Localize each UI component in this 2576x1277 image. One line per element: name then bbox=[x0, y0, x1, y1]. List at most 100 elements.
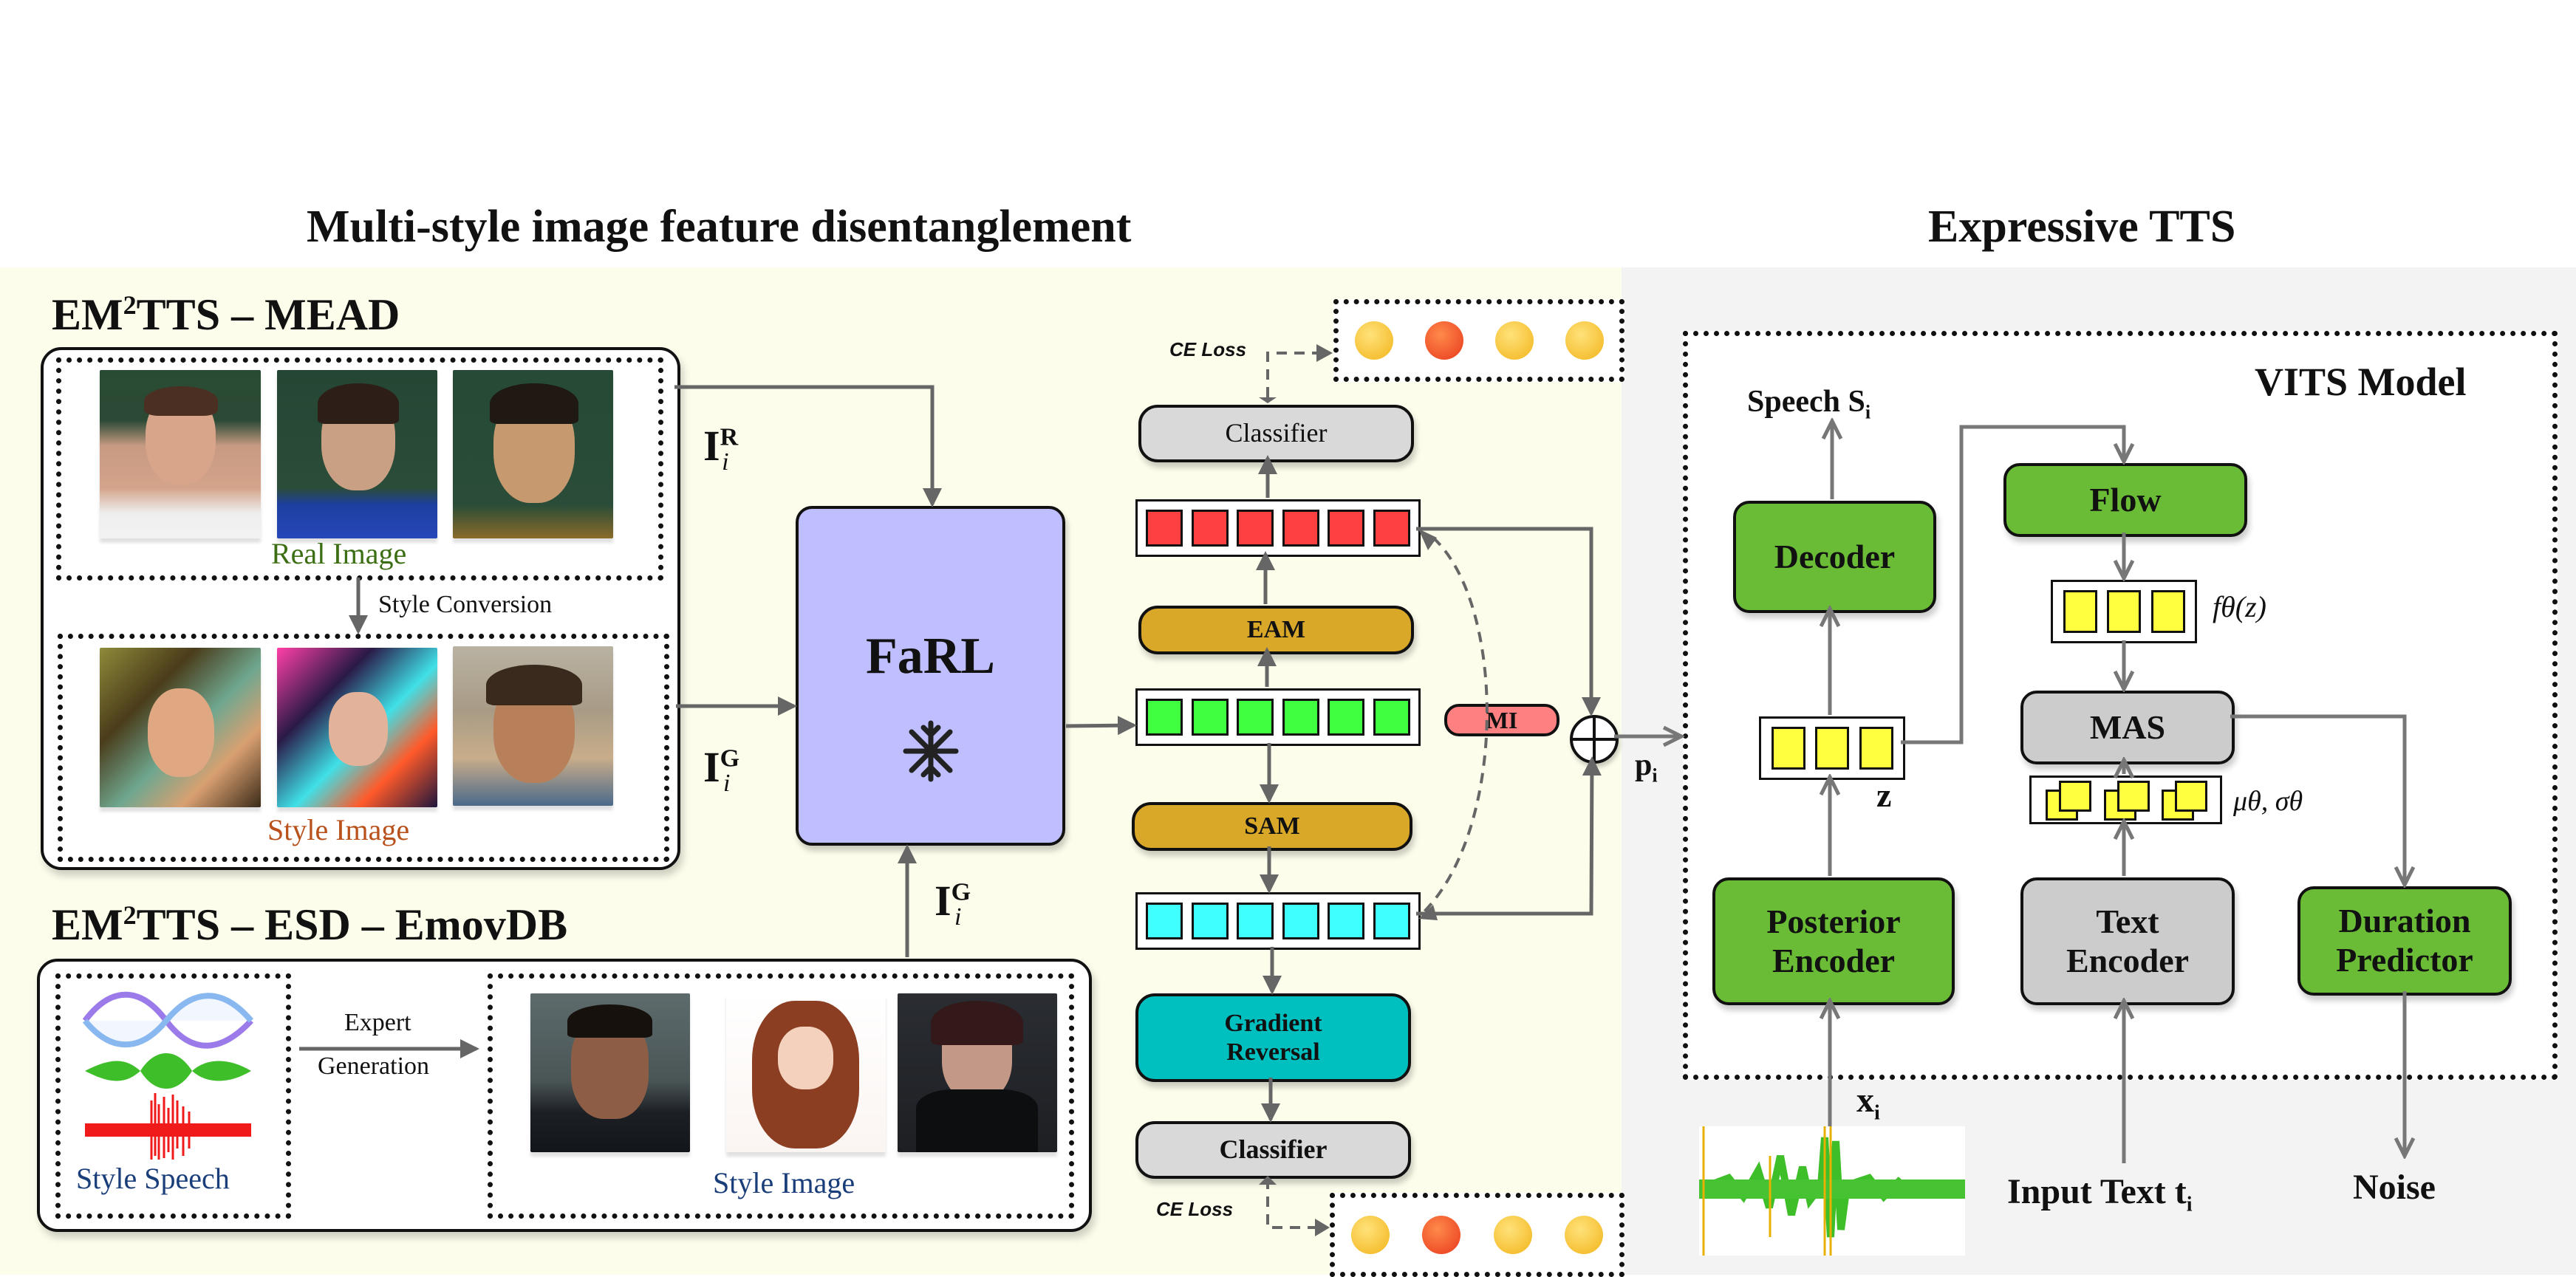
arrow-z-to-flow bbox=[1901, 425, 2124, 744]
prior-cell-pair bbox=[2162, 781, 2208, 821]
esd-photo-3 bbox=[898, 993, 1057, 1152]
style-conversion-label: Style Conversion bbox=[378, 591, 553, 618]
grinning-face-icon bbox=[1354, 321, 1393, 360]
posterior-encoder-module[interactable]: Posterior Encoder bbox=[1712, 877, 1955, 1005]
right-section-title: Expressive TTS bbox=[1928, 202, 2236, 252]
feature-cell bbox=[1146, 510, 1183, 547]
gradient-reversal-label-1: Gradient bbox=[1224, 1009, 1322, 1037]
expert-generation-label-line2: Generation bbox=[318, 1052, 430, 1080]
classifier-bottom[interactable]: Classifier bbox=[1135, 1121, 1411, 1179]
snowflake-icon bbox=[903, 720, 959, 782]
angry-face-icon bbox=[1424, 321, 1463, 360]
feature-cell bbox=[1328, 699, 1365, 736]
arrow-farl-to-fused bbox=[1065, 716, 1137, 736]
feature-cell bbox=[2150, 590, 2185, 633]
anguished-face-icon bbox=[1564, 1216, 1603, 1254]
feature-cell bbox=[1191, 510, 1229, 547]
feature-cell bbox=[1282, 699, 1319, 736]
expert-generation-label-line1: Expert bbox=[344, 1009, 411, 1036]
frowning-face-icon bbox=[1493, 1216, 1532, 1254]
style-speech-waveforms bbox=[82, 991, 254, 1160]
mi-dashed-curve bbox=[1418, 536, 1489, 917]
style-image-group-esd bbox=[488, 973, 1074, 1219]
prior-cell bbox=[2175, 781, 2208, 812]
duration-label-1: Duration bbox=[2338, 902, 2471, 940]
feature-cell bbox=[1282, 903, 1319, 939]
real-photo-3 bbox=[453, 370, 613, 538]
mi-module[interactable]: MI bbox=[1444, 704, 1559, 736]
feature-cell bbox=[1771, 727, 1805, 770]
flow-output-vector bbox=[2051, 580, 2197, 643]
farl-encoder[interactable]: FaRL bbox=[796, 506, 1065, 846]
flow-module[interactable]: Flow bbox=[2003, 463, 2247, 537]
ce-loss-dashed-top bbox=[1266, 352, 1316, 397]
prior-distribution-vector bbox=[2029, 776, 2222, 824]
style-speech-group bbox=[55, 973, 291, 1219]
noise-label: Noise bbox=[2353, 1168, 2436, 1207]
feature-cell bbox=[1237, 903, 1274, 939]
real-photo-2 bbox=[277, 370, 437, 538]
arrow-style-to-sum bbox=[1416, 756, 1602, 916]
ce-loss-dashed-bottom bbox=[1266, 1179, 1315, 1229]
gradient-reversal-label-2: Reversal bbox=[1226, 1038, 1320, 1066]
prior-cell-pair bbox=[2045, 781, 2091, 821]
style-photo-2 bbox=[277, 648, 437, 807]
feature-cell bbox=[1373, 510, 1410, 547]
eam-label: EAM bbox=[1246, 616, 1306, 644]
prior-cell bbox=[2058, 781, 2091, 812]
feature-cell bbox=[1859, 727, 1893, 770]
audio-waveform bbox=[1699, 1126, 1965, 1256]
classifier-bottom-label: Classifier bbox=[1219, 1134, 1328, 1165]
emotion-feature-vector bbox=[1135, 499, 1421, 557]
vits-model-title: VITS Model bbox=[2255, 360, 2467, 404]
red-wave bbox=[85, 1093, 251, 1160]
feature-cell bbox=[1373, 903, 1410, 939]
style-embedding-label: pi bbox=[1635, 748, 1658, 787]
decoder-label: Decoder bbox=[1774, 537, 1896, 575]
generated-image-input-label-2: IGi bbox=[935, 877, 971, 931]
mi-label: MI bbox=[1486, 706, 1518, 733]
sam-module[interactable]: SAM bbox=[1132, 802, 1412, 851]
text-encoder-label-1: Text bbox=[2096, 902, 2159, 940]
mas-module[interactable]: MAS bbox=[2020, 691, 2235, 764]
esd-dataset-title: EM2TTS – ESD – EmovDB bbox=[52, 900, 568, 949]
angry-face-icon bbox=[1422, 1216, 1461, 1254]
ce-loss-label-top: CE Loss bbox=[1169, 338, 1247, 360]
feature-cell bbox=[1191, 903, 1229, 939]
classifier-top-label: Classifier bbox=[1225, 418, 1328, 448]
real-image-input-label: IRi bbox=[703, 422, 739, 476]
style-image-group bbox=[58, 634, 669, 862]
text-input-label: Input Text ti bbox=[2007, 1172, 2193, 1216]
blue-wave bbox=[82, 993, 254, 1048]
gradient-reversal-module[interactable]: Gradient Reversal bbox=[1135, 993, 1411, 1082]
arrow-real-to-farl bbox=[674, 385, 942, 507]
text-encoder-label-2: Encoder bbox=[2066, 941, 2190, 979]
arrow-emotion-to-sum bbox=[1416, 527, 1601, 716]
feature-cell bbox=[1237, 699, 1274, 736]
grinning-face-icon bbox=[1351, 1216, 1390, 1254]
prior-params-label: μθ, σθ bbox=[2233, 786, 2303, 817]
mead-dataset-title: EM2TTS – MEAD bbox=[52, 290, 400, 339]
flow-output-label: fθ(z) bbox=[2213, 590, 2266, 623]
style-image-caption-esd: Style Image bbox=[713, 1166, 855, 1199]
text-encoder-module[interactable]: Text Encoder bbox=[2020, 877, 2235, 1005]
esd-photo-2 bbox=[726, 993, 886, 1152]
flow-label: Flow bbox=[2089, 480, 2162, 518]
anguished-face-icon bbox=[1565, 321, 1604, 360]
style-image-caption-mead: Style Image bbox=[267, 813, 410, 846]
feature-cell bbox=[1815, 727, 1849, 770]
style-photo-3 bbox=[453, 646, 613, 806]
speech-output-label: Speech Si bbox=[1747, 385, 1871, 423]
feature-cell bbox=[1146, 903, 1183, 939]
prior-cell-pair bbox=[2103, 781, 2150, 821]
feature-cell bbox=[1373, 699, 1410, 736]
generated-image-input-label-1: IGi bbox=[703, 743, 740, 797]
mas-label: MAS bbox=[2089, 708, 2166, 746]
style-photo-1 bbox=[100, 648, 261, 807]
decoder-module[interactable]: Decoder bbox=[1733, 501, 1936, 613]
arrow-mas-to-duration bbox=[2230, 714, 2405, 885]
ce-loss-label-bottom: CE Loss bbox=[1156, 1198, 1234, 1220]
green-wave bbox=[85, 1053, 251, 1089]
sam-label: SAM bbox=[1244, 812, 1300, 841]
